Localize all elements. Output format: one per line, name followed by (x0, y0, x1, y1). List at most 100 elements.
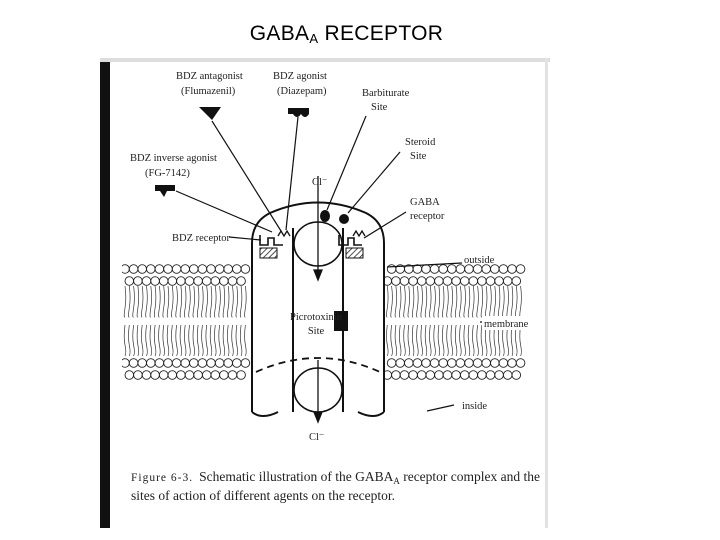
lipid-head (146, 264, 156, 274)
lipid-head (481, 358, 491, 368)
bdz-inverse-agonist-ligand-icon (155, 185, 175, 197)
lipid-head (158, 370, 169, 380)
lipid-head (154, 264, 165, 274)
lipid-head (133, 370, 143, 380)
bdz-receptor-label: BDZ receptor (172, 233, 231, 244)
lipid-head (141, 276, 152, 286)
hatched-subunit-left (259, 247, 278, 259)
lipid-head (404, 358, 414, 368)
picrotoxinin-label-line1: Picrotoxinin (290, 312, 343, 323)
caption-line1-sub: A (393, 476, 400, 486)
membrane-label-backdrop (482, 316, 526, 330)
lipid-tail (446, 285, 449, 357)
lipid-head (511, 370, 522, 380)
lipid-head (214, 358, 225, 368)
lipid-head (447, 358, 457, 368)
lipid-head (163, 264, 173, 274)
lipid-tail (132, 285, 135, 357)
chloride-bottom-label: Cl⁻ (309, 432, 324, 443)
lipid-tail (166, 285, 170, 357)
lipid-head (511, 276, 522, 286)
barbiturate-label-line2: Site (371, 102, 388, 113)
lipid-tail (467, 285, 471, 357)
lipid-head (171, 264, 182, 274)
lipid-tail (162, 285, 165, 357)
lipid-head (184, 276, 195, 286)
lipid-head (167, 370, 178, 380)
lipid-head (219, 370, 229, 380)
lipid-head (399, 370, 410, 380)
inside-label: inside (462, 401, 487, 412)
lipid-head (451, 370, 461, 380)
lipid-head (154, 358, 165, 368)
lipid-tail (472, 285, 475, 357)
lipid-tail (218, 285, 221, 357)
lipid-head (498, 358, 509, 368)
gaba-receptor-label-line1: GABA (410, 197, 440, 208)
membrane-label: membrane (484, 319, 529, 330)
lipid-head (176, 370, 186, 380)
lipid-head (425, 276, 436, 286)
barbiturate-site-dot-icon (320, 210, 330, 222)
lipid-head (494, 276, 504, 286)
bdz-antagonist-label-line1: BDZ antagonist (176, 71, 243, 82)
lipid-head (128, 264, 139, 274)
picrotoxinin-label-line2: Site (308, 326, 325, 337)
lipid-head (232, 358, 242, 368)
title-subscript: A (309, 31, 319, 46)
lipid-tail (175, 285, 178, 357)
lipid-head (201, 370, 212, 380)
lipid-tail (171, 285, 174, 357)
lipid-head (206, 358, 216, 368)
lipid-head (429, 358, 440, 368)
lipid-tail (239, 285, 243, 357)
lipid-tail (179, 285, 183, 357)
caption-line1: Figure 6-3.Schematic illustration of the… (131, 469, 540, 486)
lipid-tail (201, 285, 204, 357)
bdz-agonist-label-line2: (Diazepam) (277, 86, 327, 97)
lipid-head (227, 276, 238, 286)
lipid-head (507, 358, 517, 368)
lipid-head (391, 370, 401, 380)
lipid-tail (123, 285, 127, 357)
lipid-head (502, 276, 513, 286)
lipid-head (240, 264, 251, 274)
lipid-tail (390, 285, 393, 357)
caption-line1-a: Schematic illustration of the GABA (199, 469, 393, 484)
lipid-tail (141, 285, 144, 357)
chloride-flow-arrows (313, 176, 323, 424)
picrotoxinin-label-backdrop (294, 308, 334, 342)
lipid-head (163, 358, 173, 368)
lipid-head (210, 370, 221, 380)
barbiturate-label-line1: Barbiturate (362, 88, 410, 99)
lipid-head (150, 370, 160, 380)
lipid-tail (149, 285, 152, 357)
bdz-antagonist-label-line2: (Flumazenil) (181, 86, 236, 97)
gaba-receptor-label-line2: receptor (410, 211, 445, 222)
lipid-tail (145, 285, 148, 357)
lipid-tail (235, 285, 238, 357)
lipid-head (391, 276, 401, 286)
lipid-head (421, 264, 431, 274)
lipid-tail (231, 285, 234, 357)
receptor-complex (251, 176, 385, 424)
lipid-head (232, 264, 242, 274)
slide-title: GABAA RECEPTOR (0, 22, 693, 46)
lipid-head (468, 370, 479, 380)
lipid-head (180, 264, 190, 274)
lipid-head (515, 358, 526, 368)
lipid-head (438, 264, 448, 274)
lipid-head (193, 370, 203, 380)
lipid-head (124, 370, 135, 380)
lipid-head (386, 358, 397, 368)
lipid-tail (244, 285, 247, 357)
lipid-tail (454, 285, 458, 357)
lipid-bilayer (122, 264, 526, 380)
lipid-head (477, 276, 487, 286)
lipid-head (227, 370, 238, 380)
lipid-head (223, 358, 233, 368)
lipid-head (412, 358, 423, 368)
lipid-tail (222, 285, 226, 357)
lipid-head (176, 276, 186, 286)
bdz-antagonist-ligand-icon (199, 107, 221, 120)
